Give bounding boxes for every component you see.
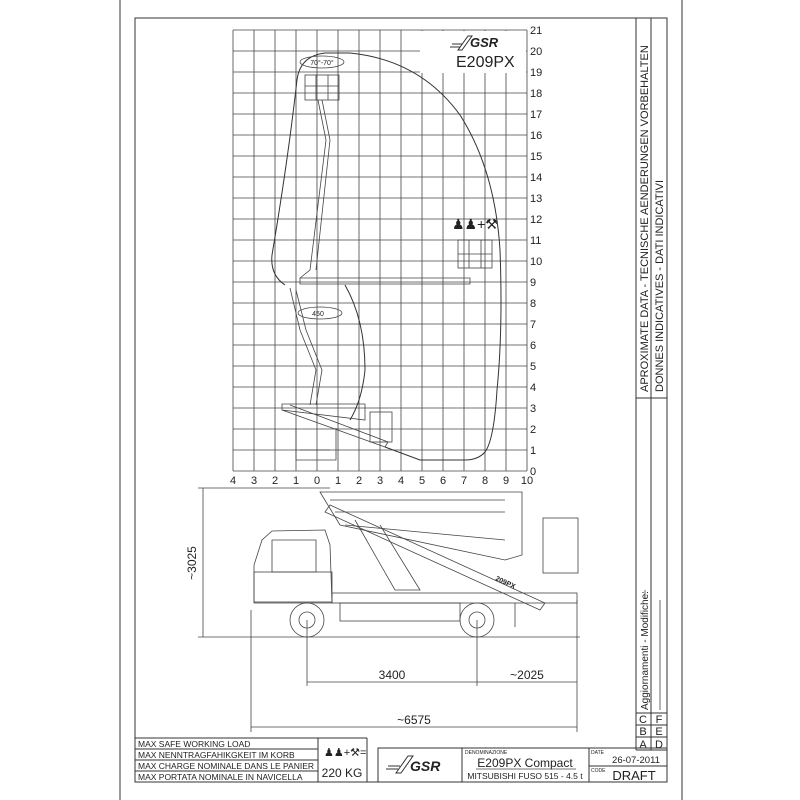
y-tick-label: 13: [530, 193, 542, 205]
boom-decal: 209PX: [494, 575, 516, 590]
truck-rear-view: [281, 403, 393, 461]
x-tick-label: 1: [293, 475, 299, 487]
x-tick-label: 0: [314, 475, 320, 487]
x-tick-label: 9: [503, 475, 509, 487]
y-tick-label: 9: [530, 277, 536, 289]
lower-boom: [324, 504, 546, 611]
revision-table: C F B E A D: [636, 712, 667, 751]
height-dimension: ~3025: [185, 546, 199, 580]
rear-overhang-dimension: ~2025: [510, 668, 544, 682]
working-envelope-curve: [271, 52, 502, 461]
gsr-logo-title: GSR: [386, 755, 441, 774]
disclaimer-line-2: DONNES INDICATIVES - DATI INDICATIVI: [654, 180, 666, 392]
people-tools-icon-small: ♟♟+⚒=: [324, 747, 366, 759]
title-block: MAX SAFE WORKING LOAD MAX NENNTRAGFAHIKG…: [135, 737, 668, 783]
y-tick-label: 14: [530, 172, 542, 184]
y-tick-label: 6: [530, 340, 536, 352]
basket-rotation-label: 70°-70°: [310, 59, 334, 67]
x-tick-label: 3: [377, 475, 383, 487]
title-brand-text: GSR: [410, 758, 441, 774]
revision-a: A: [639, 739, 647, 751]
y-tick-label: 17: [530, 109, 542, 121]
truck-cab: [253, 529, 333, 604]
revision-c: C: [639, 714, 647, 726]
date-value: 26-07-2011: [612, 755, 660, 766]
vehicle-name: MITSUBISHI FUSO 515 - 4.5 t: [467, 771, 583, 781]
y-tick-label: 0: [530, 466, 536, 478]
basket-stowed: [542, 517, 579, 574]
load-label-fr: MAX CHARGE NOMINALE DANS LE PANIER: [138, 761, 314, 771]
truck-side-view: 209PX: [253, 491, 579, 638]
x-tick-label: 7: [461, 475, 467, 487]
y-tick-label: 21: [530, 25, 542, 37]
y-tick-label: 20: [530, 46, 542, 58]
y-tick-label: 16: [530, 130, 542, 142]
x-tick-label: 10: [521, 475, 533, 487]
basket-top: [304, 74, 340, 101]
y-tick-label: 7: [530, 319, 536, 331]
load-label-it: MAX PORTATA NOMINALE IN NAVICELLA: [138, 772, 303, 782]
x-tick-label: 2: [272, 475, 278, 487]
x-tick-label: 1: [335, 475, 341, 487]
denominazione-label: DENOMINAZIONE: [465, 750, 508, 756]
x-tick-label: 2: [356, 475, 362, 487]
load-value: 220 KG: [322, 766, 363, 780]
y-tick-label: 10: [530, 256, 542, 268]
revision-d: D: [655, 739, 663, 751]
y-tick-label: 19: [530, 67, 542, 79]
y-tick-label: 4: [530, 382, 536, 394]
people-tools-icon: ♟♟+⚒: [452, 216, 498, 232]
y-tick-label: 8: [530, 298, 536, 310]
y-tick-label: 1: [530, 445, 536, 457]
envelope-grid: [232, 29, 528, 472]
model-label: E209PX: [456, 54, 515, 71]
y-tick-label: 11: [530, 235, 541, 247]
model-label-box: [420, 31, 526, 73]
boom-horizontal: ♟♟+⚒ 450: [297, 216, 498, 320]
code-value: DRAFT: [612, 768, 655, 783]
y-tick-label: 3: [530, 403, 536, 415]
cab-window: [271, 539, 317, 573]
x-tick-label: 3: [251, 475, 257, 487]
upper-boom: [319, 491, 523, 561]
turret-rotation-indicator: [297, 306, 343, 320]
y-tick-label: 15: [530, 151, 542, 163]
y-tick-label: 2: [530, 424, 536, 436]
load-label-de: MAX NENNTRAGFAHIKGKEIT IM KORB: [138, 750, 295, 760]
turret-rotation-label: 450: [312, 311, 324, 318]
x-tick-label: 8: [482, 475, 488, 487]
x-tick-label: 4: [398, 475, 404, 487]
boom-vertical: 70°-70°: [289, 55, 345, 406]
wheelbase-dimension: 3400: [379, 668, 406, 682]
truck-chassis: [331, 592, 578, 604]
code-label: CODE: [591, 768, 606, 774]
revision-f: F: [656, 714, 663, 726]
gsr-logo: GSR: [450, 35, 499, 51]
brand-text: GSR: [470, 35, 499, 50]
dimension-lines: [198, 487, 580, 732]
y-tick-label: 18: [530, 88, 542, 100]
load-label-en: MAX SAFE WORKING LOAD: [138, 739, 250, 749]
x-tick-label: 6: [440, 475, 446, 487]
total-length-dimension: ~6575: [397, 713, 431, 727]
x-tick-label: 5: [419, 475, 425, 487]
product-name: E209PX Compact: [477, 756, 573, 770]
basket-rotation-indicator: [299, 55, 345, 69]
x-tick-label: 4: [230, 475, 236, 487]
y-tick-label: 5: [530, 361, 536, 373]
y-tick-label: 12: [530, 214, 542, 226]
disclaimer-line-1: APROXIMATE DATA - TECNISCHE AENDERUNGEN …: [639, 45, 651, 392]
boom-arm: [354, 519, 421, 591]
revisions-label: Aggiornamenti - Modifiche:: [640, 591, 651, 710]
revision-b: B: [639, 726, 646, 738]
revision-e: E: [655, 726, 662, 738]
date-label: DATE: [591, 750, 605, 756]
